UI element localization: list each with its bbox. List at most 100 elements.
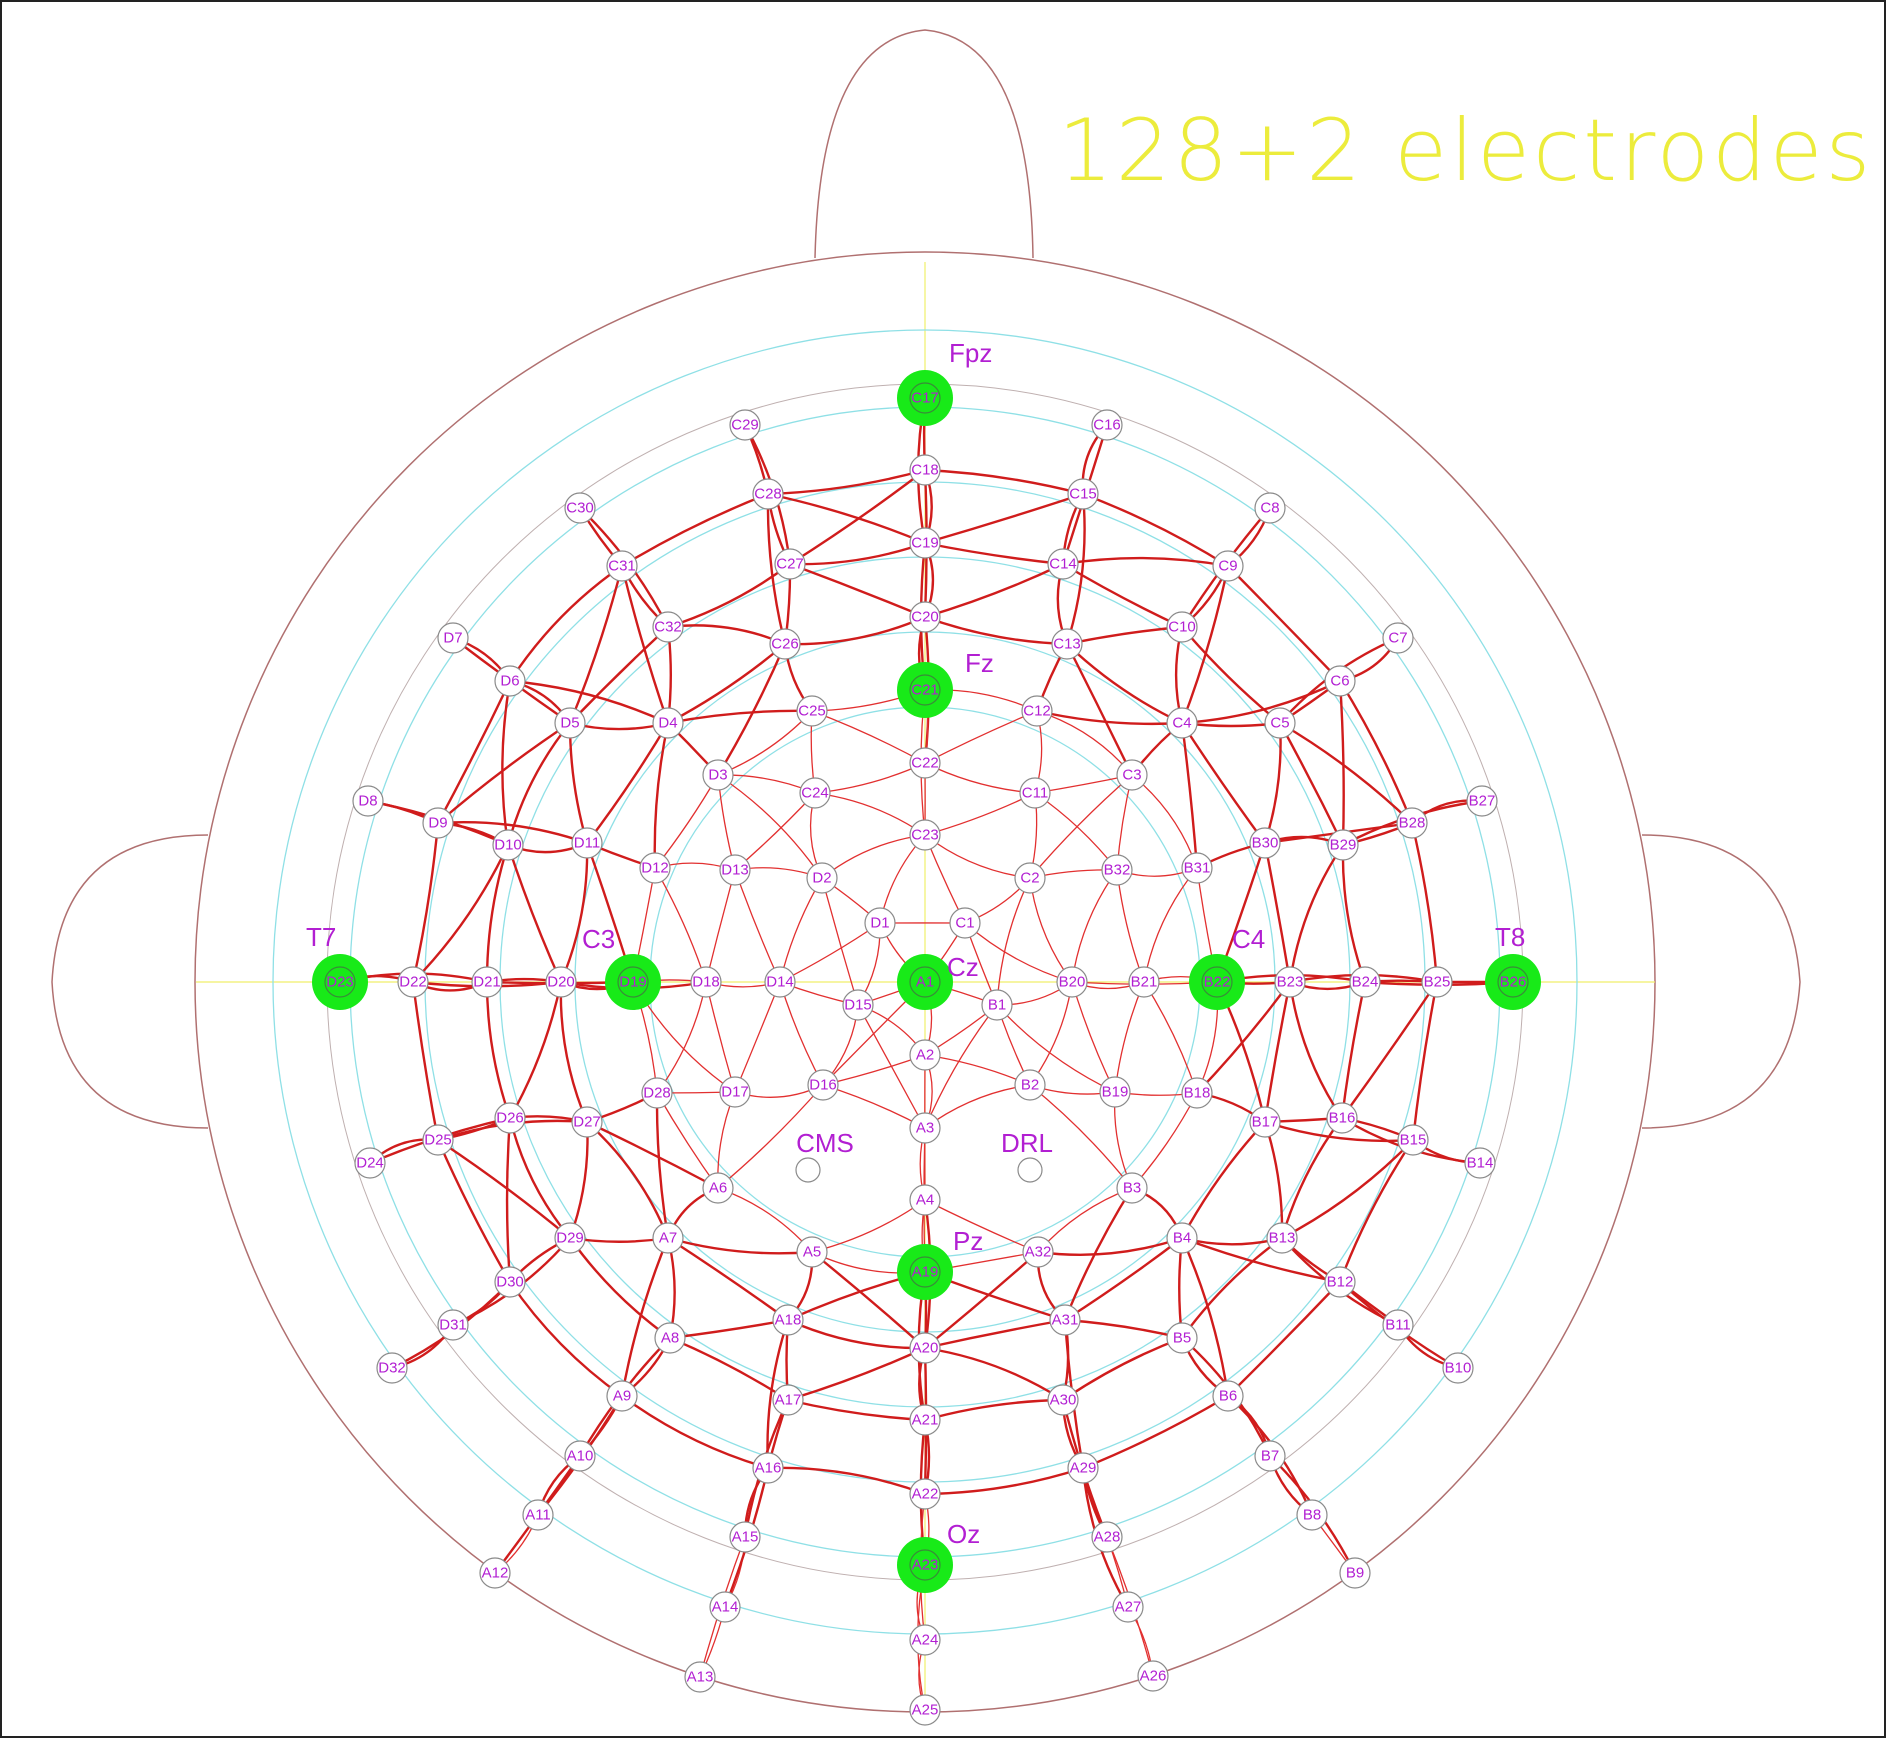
landmark-highlight-c4 <box>1189 954 1245 1010</box>
wire <box>1278 721 1414 825</box>
electrode-d18: D18 <box>690 966 722 998</box>
electrode-d2: D2 <box>806 862 838 894</box>
electrode-a23: A23 <box>909 1549 941 1581</box>
electrode-label: D27 <box>573 1114 601 1131</box>
wire <box>508 980 563 1120</box>
electrode-c18: C18 <box>909 454 941 486</box>
electrode-layer: A1A2A3A4A5A6A7A8A9A10A11A12A13A14A15A16A… <box>324 382 1529 1726</box>
electrode-ring <box>807 1069 839 1101</box>
electrode-label: B27 <box>1469 793 1496 810</box>
electrode-ring <box>494 1266 526 1298</box>
electrode-ring <box>1047 548 1079 580</box>
wire <box>436 721 572 825</box>
electrode-label: B11 <box>1385 1317 1411 1334</box>
electrode-ring <box>1166 1222 1198 1254</box>
electrode-ring <box>909 1332 941 1364</box>
electrode-a19: A19 <box>909 1256 941 1288</box>
wire <box>508 564 624 683</box>
wire <box>1288 843 1345 984</box>
electrode-label: B31 <box>1184 860 1211 877</box>
electrode-ring <box>1014 862 1046 894</box>
wire <box>810 1250 927 1350</box>
electrode-label: D31 <box>439 1317 467 1334</box>
electrode-label: D13 <box>721 862 749 879</box>
electrode-ring <box>1249 827 1281 859</box>
wire <box>620 564 670 725</box>
electrode-c3: C3 <box>1116 759 1148 791</box>
wire <box>1029 1084 1133 1189</box>
electrode-ring <box>949 907 981 939</box>
electrode-c10: C10 <box>1166 611 1198 643</box>
electrode-b25: B25 <box>1421 966 1453 998</box>
electrode-ring <box>1397 1124 1429 1156</box>
electrode-label: C17 <box>911 390 939 407</box>
electrode-c1: C1 <box>949 907 981 939</box>
electrode-ring <box>909 601 941 633</box>
electrode-d9: D9 <box>422 807 454 839</box>
electrode-label: B2 <box>1021 1077 1039 1094</box>
wire <box>568 564 624 725</box>
site-label-oz: Oz <box>947 1519 980 1549</box>
electrode-a3: A3 <box>909 1112 941 1144</box>
electrode-c28: C28 <box>752 478 784 510</box>
electrode-label: C3 <box>1122 767 1141 784</box>
electrode-ring <box>1296 1499 1328 1531</box>
electrode-label: A25 <box>912 1702 939 1719</box>
electrode-label: A2 <box>916 1047 934 1064</box>
electrode-label: A18 <box>775 1312 802 1329</box>
electrode-label: C24 <box>801 785 829 802</box>
electrode-b32: B32 <box>1101 854 1133 886</box>
wire <box>1288 980 1344 1120</box>
electrode-label: A15 <box>732 1529 759 1546</box>
wire <box>1180 679 1342 725</box>
electrode-label: C14 <box>1049 556 1077 573</box>
electrode-ring <box>617 966 649 998</box>
electrode-ring <box>1017 1157 1043 1183</box>
electrode-b20: B20 <box>1056 966 1088 998</box>
electrode-b11: B11 <box>1382 1309 1414 1341</box>
electrode-c30: C30 <box>564 492 596 524</box>
electrode-ring <box>1128 966 1160 998</box>
electrode-label: D5 <box>560 715 579 732</box>
electrode-label: C21 <box>911 682 939 699</box>
electrode-ring <box>571 827 603 859</box>
electrode-ring <box>1049 1304 1081 1336</box>
wire <box>923 562 1065 619</box>
electrode-ring <box>1201 966 1233 998</box>
electrode-ring <box>641 1077 673 1109</box>
electrode-ring <box>494 665 526 697</box>
left-ear-outline <box>51 834 209 1129</box>
electrode-ring <box>571 1106 603 1138</box>
electrode-label: A12 <box>482 1565 509 1582</box>
wire <box>1280 1138 1415 1240</box>
wire <box>653 721 670 870</box>
electrode-ring <box>752 478 784 510</box>
electrode-a24: A24 <box>909 1624 941 1656</box>
wire <box>506 843 563 984</box>
electrode-label: A1 <box>916 974 934 991</box>
electrode-label: B25 <box>1424 974 1451 991</box>
electrode-label: D11 <box>574 835 600 852</box>
electrode-label: D17 <box>721 1084 749 1101</box>
wire <box>924 1004 998 1129</box>
electrode-ring <box>1339 1557 1371 1589</box>
electrode-ring <box>690 966 722 998</box>
wire <box>1029 774 1133 879</box>
electrode-label: B9 <box>1346 1565 1364 1582</box>
electrode-a29: A29 <box>1067 1452 1099 1484</box>
electrode-label: C8 <box>1260 500 1279 517</box>
wire <box>559 980 589 1124</box>
electrode-ring <box>729 1521 761 1553</box>
electrode-label: C23 <box>911 827 939 844</box>
wire <box>1340 980 1439 1120</box>
electrode-ring <box>1249 1106 1281 1138</box>
electrode-ring <box>422 1124 454 1156</box>
electrode-label: A30 <box>1050 1392 1077 1409</box>
wire <box>666 1236 790 1322</box>
electrode-ring <box>324 966 356 998</box>
electrode-b19: B19 <box>1099 1076 1131 1108</box>
electrode-ring <box>752 1452 784 1484</box>
electrode-b14: B14 <box>1464 1147 1496 1179</box>
electrode-label: B7 <box>1261 1448 1279 1465</box>
